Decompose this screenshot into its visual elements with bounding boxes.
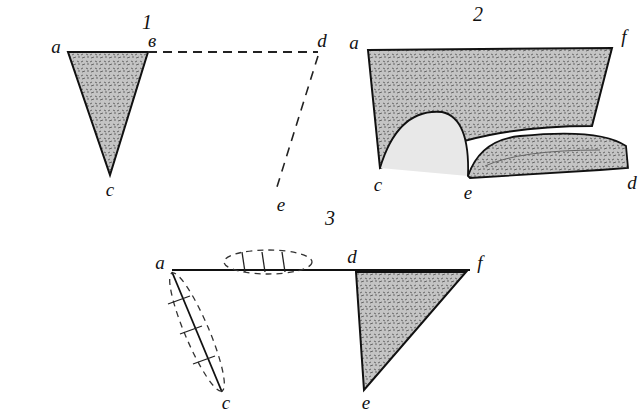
- dashed-outline: [161, 268, 233, 395]
- dashed-outline: [224, 250, 312, 274]
- stitch-mark: [168, 296, 190, 304]
- point-letter: c: [106, 180, 114, 199]
- point-letter: f: [477, 253, 482, 272]
- stitch-mark: [282, 252, 285, 272]
- stitch-mark: [180, 326, 202, 334]
- panel-three: [161, 250, 470, 396]
- point-letter: c: [222, 393, 230, 412]
- point-letter: в: [148, 31, 156, 50]
- panel-one: [68, 52, 318, 190]
- curled-flap: [380, 112, 468, 176]
- stitch-mark: [193, 356, 215, 364]
- fold-line: [172, 272, 222, 392]
- point-letter: d: [627, 173, 637, 192]
- shaded-triangle: [68, 52, 148, 175]
- fold-line: [172, 269, 470, 271]
- point-letter: a: [349, 33, 359, 52]
- point-letter: f: [621, 27, 626, 46]
- point-letter: e: [464, 183, 472, 202]
- figure-number: 3: [325, 208, 335, 228]
- point-letter: a: [51, 37, 61, 56]
- stitch-mark: [262, 252, 265, 272]
- stitch-mark: [242, 252, 245, 272]
- dashed-fold-line: [276, 56, 318, 190]
- dashed-fold-line: [148, 51, 318, 53]
- point-letter: d: [347, 247, 357, 266]
- figure-number: 2: [473, 4, 483, 24]
- point-letter: c: [374, 175, 382, 194]
- point-letter: d: [317, 31, 327, 50]
- point-letter: a: [155, 253, 165, 272]
- point-letter: e: [277, 195, 285, 214]
- stitch-marks: [168, 252, 285, 364]
- panel-two: [368, 48, 628, 178]
- folded-flap: [468, 134, 628, 178]
- shaded-triangle: [356, 272, 466, 390]
- figure-number: 1: [142, 12, 152, 32]
- point-letter: e: [362, 393, 370, 412]
- flap-shading: [485, 150, 600, 166]
